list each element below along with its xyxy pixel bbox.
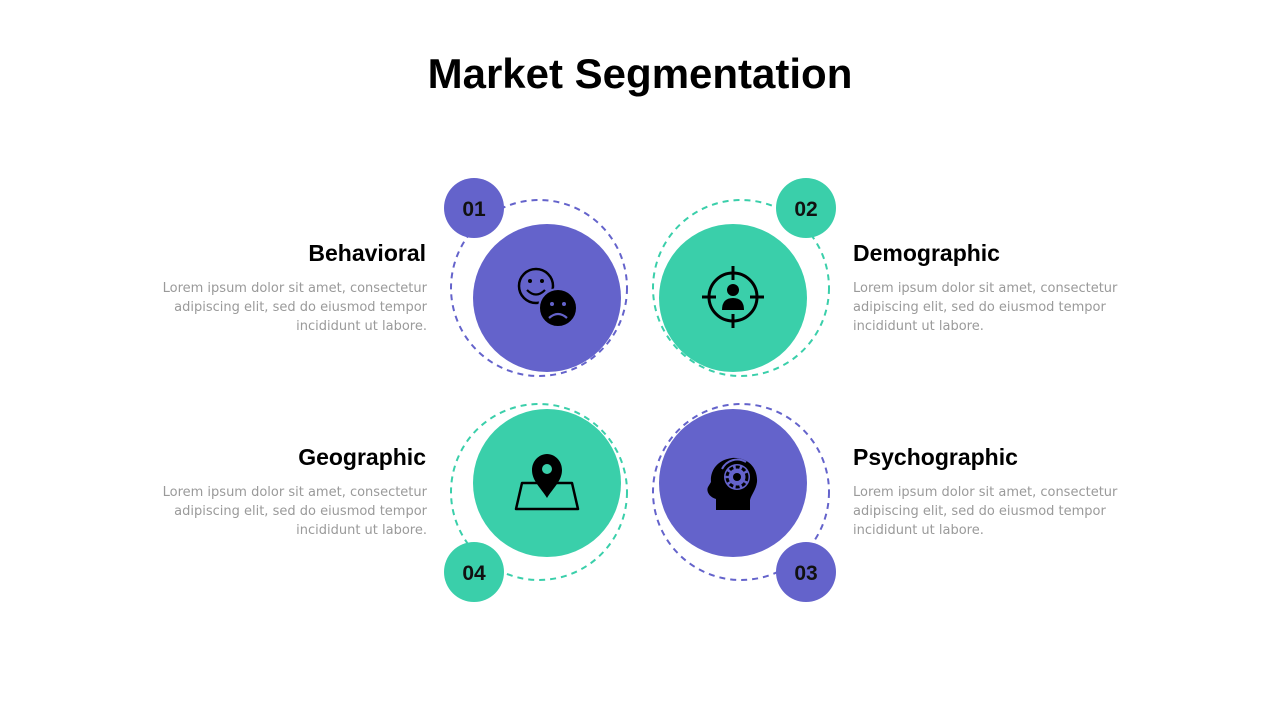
badge-04: 04 <box>444 542 504 602</box>
emotions-icon <box>517 267 578 328</box>
behavioral-dashed-ring <box>450 199 628 377</box>
target-person-icon <box>702 266 764 328</box>
geographic-description: Lorem ipsum dolor sit amet, consectetur … <box>162 485 427 538</box>
demographic-description: Lorem ipsum dolor sit amet, consectetur … <box>853 281 1118 334</box>
badge-02: 02 <box>776 178 836 238</box>
geographic-heading: Geographic <box>298 444 426 470</box>
badge-03-number: 03 <box>794 562 817 585</box>
badge-01-number: 01 <box>462 198 486 221</box>
badge-02-number: 02 <box>794 198 817 221</box>
psychographic-dashed-ring <box>652 403 830 581</box>
demographic-heading: Demographic <box>853 240 1000 266</box>
geographic-dashed-ring <box>450 403 628 581</box>
behavioral-description: Lorem ipsum dolor sit amet, consectetur … <box>162 281 427 334</box>
psychographic-heading: Psychographic <box>853 444 1018 470</box>
mind-gear-icon <box>707 457 758 510</box>
psychographic-description: Lorem ipsum dolor sit amet, consectetur … <box>853 485 1118 538</box>
badge-01: 01 <box>444 178 504 238</box>
badge-03: 03 <box>776 542 836 602</box>
demographic-dashed-ring <box>652 199 830 377</box>
behavioral-heading: Behavioral <box>308 240 426 266</box>
page-title: Market Segmentation <box>427 50 853 97</box>
badge-04-number: 04 <box>462 562 486 585</box>
map-pin-icon <box>514 454 580 511</box>
